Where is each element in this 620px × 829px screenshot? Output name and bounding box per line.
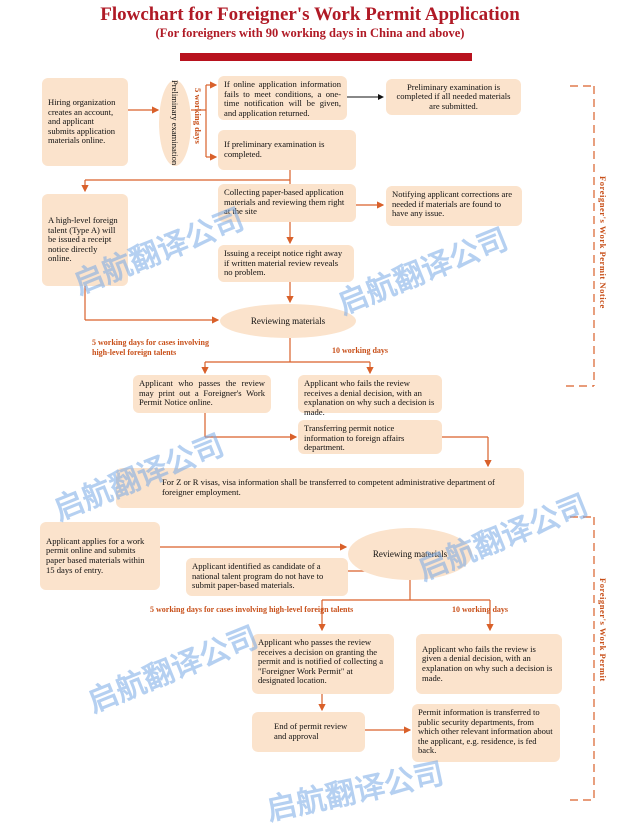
high-level-talent-box: A high-level foreign talent (Type A) wil…: [42, 194, 128, 286]
transfer-security-box: Permit information is transferred to pub…: [412, 704, 560, 762]
five-working-days-label: 5 working days: [193, 88, 203, 144]
prelim-completed-text: If preliminary examination is completed.: [224, 139, 325, 159]
page-title: Flowchart for Foreigner's Work Permit Ap…: [100, 4, 520, 25]
receipt-notice-box: Issuing a receipt notice right away if w…: [218, 245, 354, 282]
section-label-notice: Foreigner's Work Permit Notice: [598, 176, 608, 309]
end-of-review-box: End of permit review and approval: [252, 712, 365, 752]
end-review-text: End of permit review and approval: [274, 721, 348, 741]
passes-2-text: Applicant who passes the review receives…: [258, 637, 384, 686]
reviewing-materials-ellipse-1: Reviewing materials: [220, 304, 356, 338]
prelim-exam-text: Preliminary examination: [170, 80, 180, 166]
passes-1-text: Applicant who passes the review may prin…: [139, 378, 265, 408]
online-info-fail-box: If online application information fails …: [218, 76, 347, 120]
passes-review-notice-box: Applicant who passes the review may prin…: [133, 375, 271, 413]
ten-days-label-2: 10 working days: [452, 605, 509, 614]
transferring-notice-box: Transferring permit notice information t…: [298, 420, 442, 454]
collecting-text: Collecting paper-based application mater…: [224, 187, 345, 217]
notifying-text: Notifying applicant corrections are need…: [392, 189, 513, 219]
fails-review-box-2: Applicant who fails the review is given …: [416, 634, 562, 694]
five-days-high-level-label-line2: high-level foreign talents: [92, 348, 177, 357]
prelim-completed-materials-text: Preliminary examination is completed if …: [396, 81, 511, 111]
high-level-text: A high-level foreign talent (Type A) wil…: [48, 215, 118, 264]
five-days-high-level-label-2: 5 working days for cases involving high-…: [150, 605, 354, 614]
hiring-text: Hiring organization creates an account, …: [48, 97, 116, 146]
hiring-organization-box: Hiring organization creates an account, …: [42, 78, 128, 166]
candidate-text: Applicant identified as candidate of a n…: [192, 561, 324, 591]
talent-candidate-box: Applicant identified as candidate of a n…: [186, 558, 348, 596]
title-underline-bar: [180, 53, 472, 61]
apply-online-text: Applicant applies for a work permit onli…: [46, 535, 145, 575]
visa-info-text: For Z or R visas, visa information shall…: [162, 477, 495, 497]
page-subtitle: (For foreigners with 90 working days in …: [155, 26, 465, 40]
apply-online-box: Applicant applies for a work permit onli…: [40, 522, 160, 590]
receipt-notice-text: Issuing a receipt notice right away if w…: [224, 248, 343, 278]
reviewing-1-text: Reviewing materials: [250, 316, 326, 326]
fails-review-box-1: Applicant who fails the review receives …: [298, 375, 442, 417]
visa-info-box: For Z or R visas, visa information shall…: [116, 468, 524, 508]
fails-2-text: Applicant who fails the review is given …: [422, 643, 553, 683]
reviewing-materials-ellipse-2: Reviewing materials: [348, 528, 472, 580]
transfer-security-text: Permit information is transferred to pub…: [418, 707, 553, 756]
transferring-text: Transferring permit notice information t…: [304, 423, 405, 453]
collecting-materials-box: Collecting paper-based application mater…: [218, 184, 356, 222]
five-days-high-level-label-line1: 5 working days for cases involving: [92, 338, 209, 347]
prelim-completed-materials-box: Preliminary examination is completed if …: [386, 79, 521, 115]
fails-1-text: Applicant who fails the review receives …: [304, 378, 435, 417]
online-info-fail-text: If online application information fails …: [224, 79, 341, 118]
prelim-completed-box: If preliminary examination is completed.: [218, 130, 356, 170]
section-label-permit: Foreigner's Work Permit: [598, 578, 608, 682]
preliminary-examination-ellipse: Preliminary examination: [159, 80, 191, 166]
passes-review-permit-box: Applicant who passes the review receives…: [252, 634, 394, 694]
reviewing-2-text: Reviewing materials: [372, 549, 448, 559]
ten-days-label-1: 10 working days: [332, 346, 389, 355]
notifying-corrections-box: Notifying applicant corrections are need…: [386, 186, 522, 226]
